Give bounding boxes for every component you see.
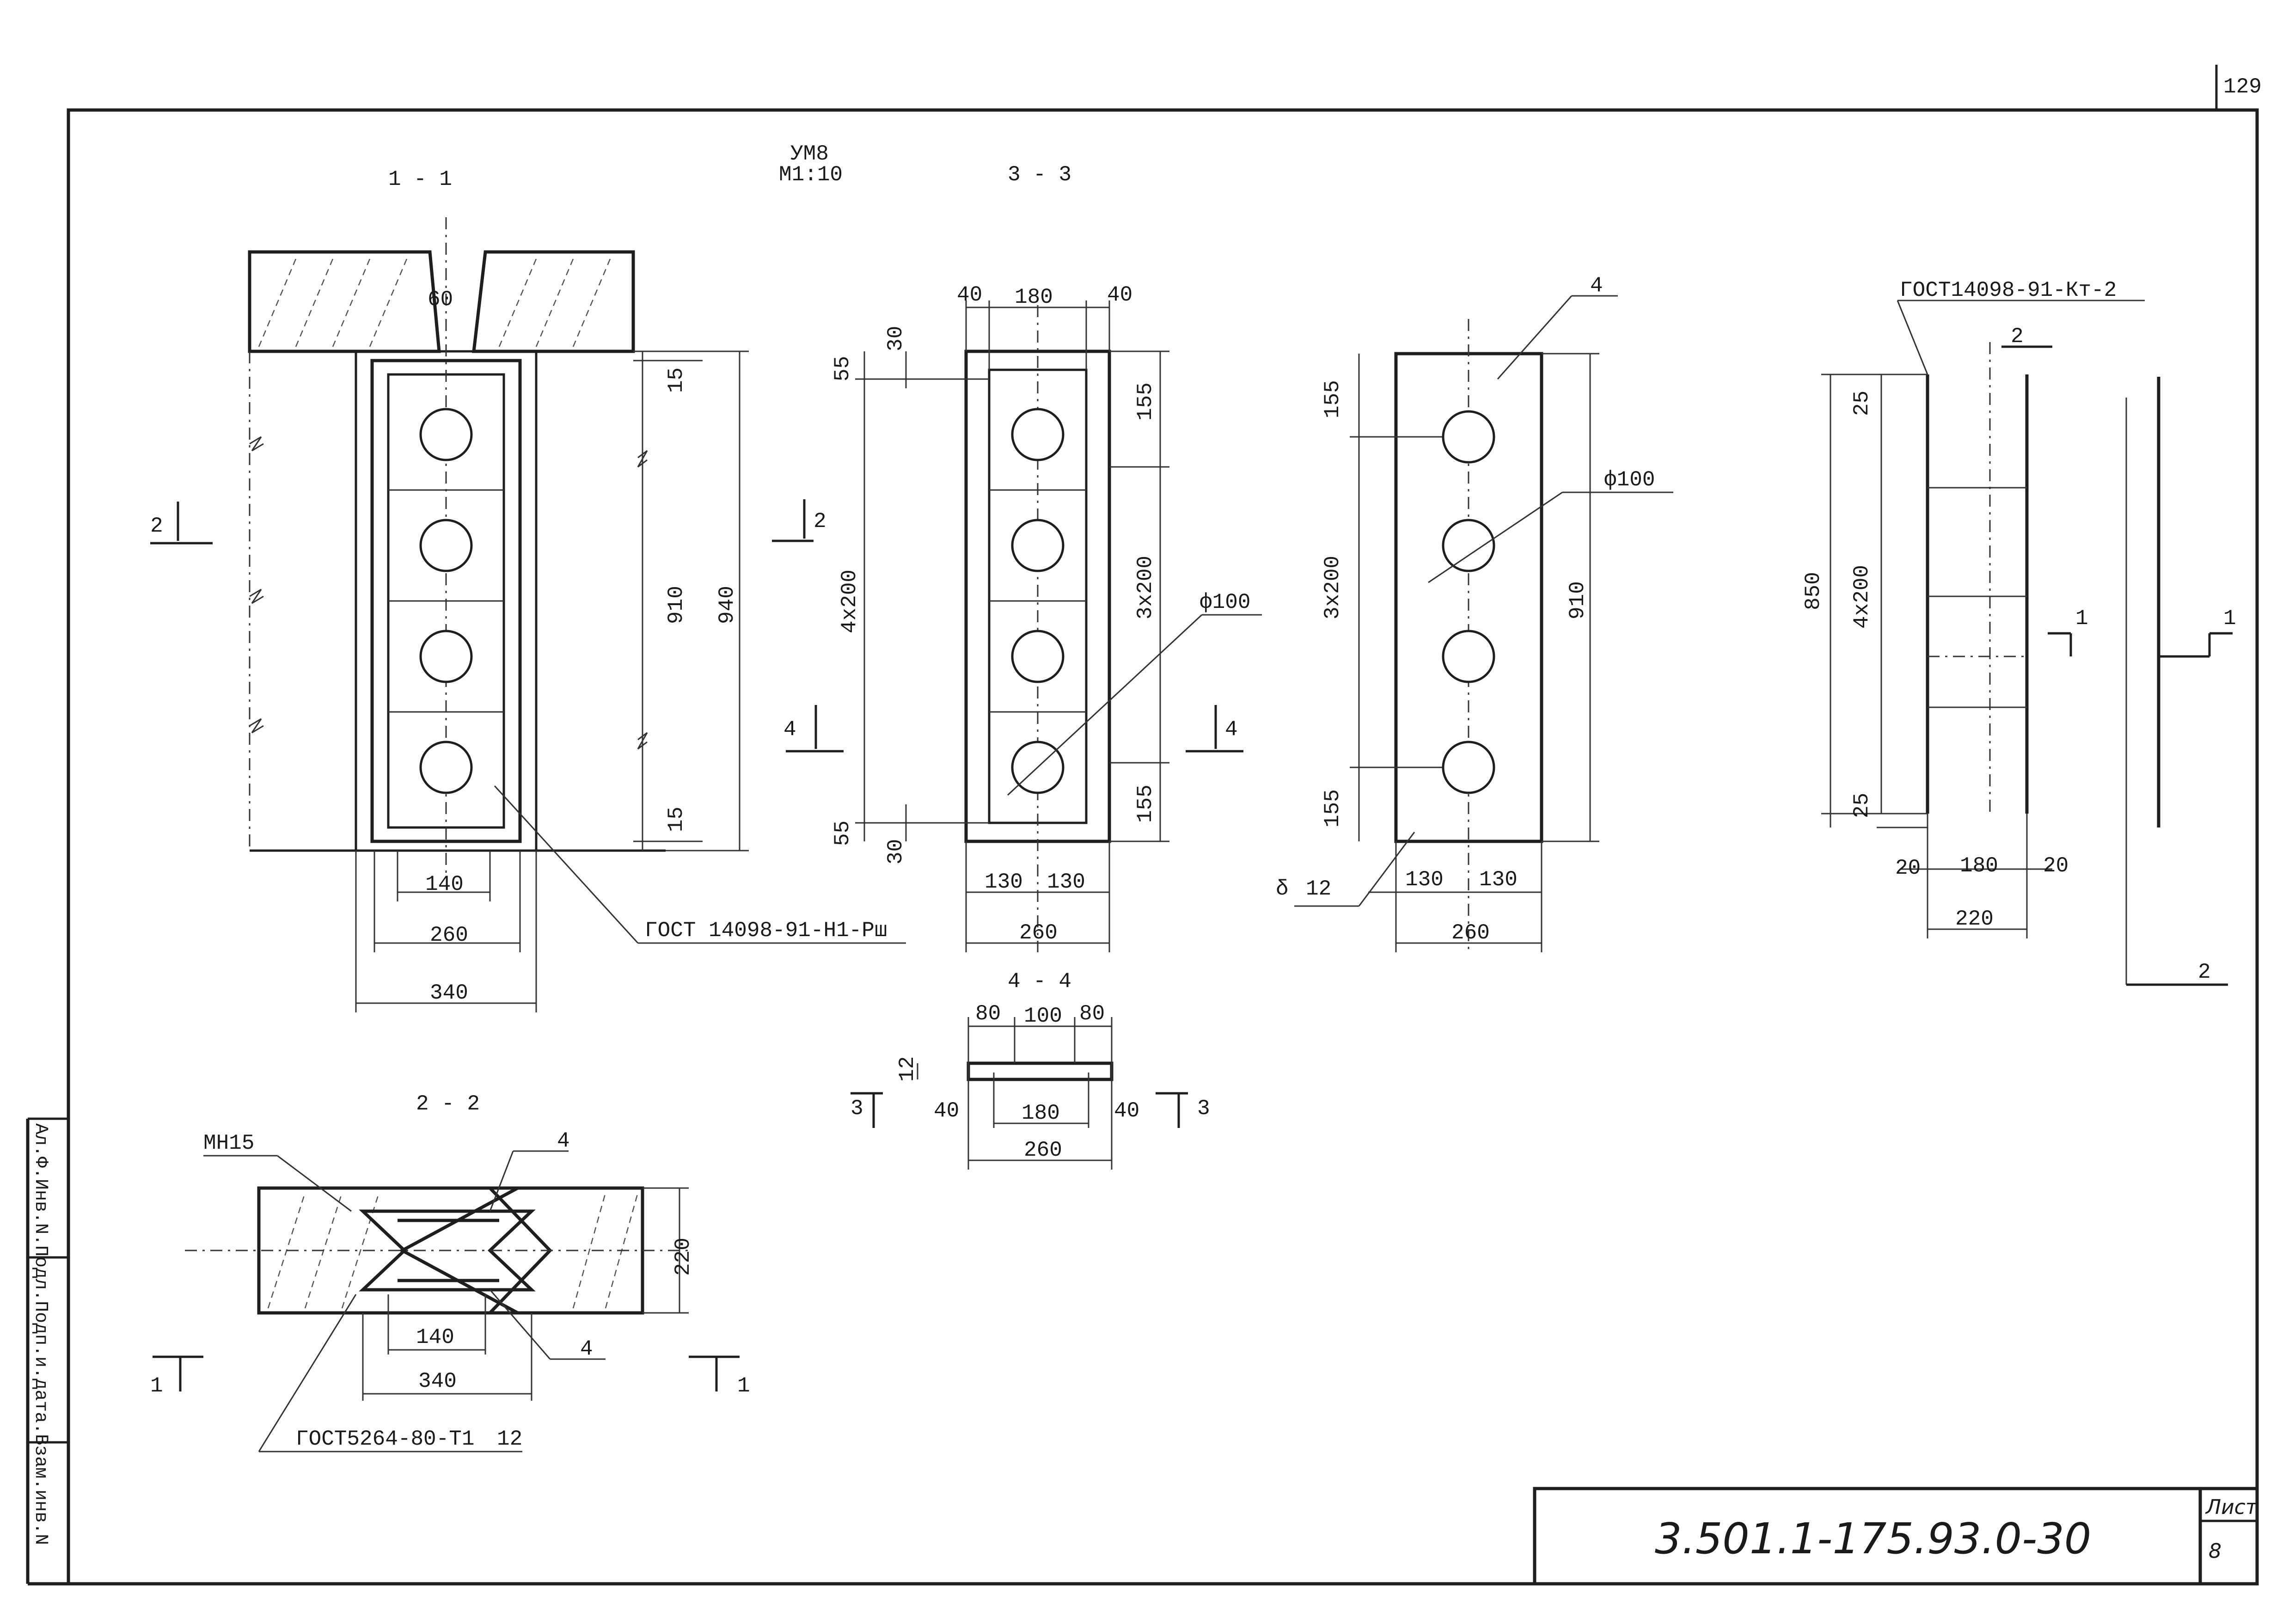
dim-plate-height-910: 910 bbox=[1566, 581, 1590, 619]
cut-mark-1-side: 1 bbox=[2223, 607, 2236, 631]
weld-gost-callout: ГОСТ14098-91-Кт-2 bbox=[1900, 278, 2117, 302]
cut-mark-2-right: 2 bbox=[814, 509, 826, 533]
dim-3-3-hole-diameter: ф100 bbox=[1200, 590, 1250, 614]
dim-3-3-half-right: 130 bbox=[1047, 870, 1085, 894]
cut-mark-4-left: 4 bbox=[783, 717, 796, 742]
cut-mark-2-weld: 2 bbox=[2011, 325, 2024, 349]
dim-3-3-right-top-155: 155 bbox=[1133, 382, 1157, 421]
dim-plate-half-left: 130 bbox=[1405, 868, 1444, 892]
dim-top-edge: 15 bbox=[664, 368, 688, 393]
dim-weld-pitch: 4x200 bbox=[1850, 565, 1874, 629]
dim-weld-center-180: 180 bbox=[1960, 854, 1998, 878]
dim-3-3-right-40: 40 bbox=[1107, 283, 1132, 307]
weld-detail-view bbox=[1821, 300, 2233, 986]
weld-leg-size: 12 bbox=[497, 1427, 522, 1451]
section-2-2-view bbox=[153, 1150, 740, 1452]
dim-3-3-width-260: 260 bbox=[1019, 921, 1058, 945]
product-mark: УМ8 bbox=[790, 142, 829, 166]
drawing-scale: М1:10 bbox=[779, 163, 843, 187]
dim-3-3-top-55: 55 bbox=[831, 356, 855, 381]
slab-right bbox=[472, 250, 635, 353]
dim-4-4-c: 80 bbox=[1079, 1002, 1105, 1026]
sheet-label: Лист bbox=[2205, 1495, 2258, 1519]
section-4-4-view bbox=[851, 1017, 1188, 1170]
document-number: 3.501.1-175.93.0-30 bbox=[1655, 1514, 2091, 1563]
dim-width-340: 340 bbox=[430, 981, 468, 1005]
section-1-1-view bbox=[150, 217, 906, 1012]
dim-width-260: 260 bbox=[430, 923, 468, 947]
cut-mark-2-left: 2 bbox=[150, 514, 163, 538]
dim-3-3-pitch-left: 4x200 bbox=[838, 570, 862, 633]
cut-mark-3-right: 3 bbox=[1197, 1097, 1210, 1121]
dim-weld-height-850: 850 bbox=[1801, 572, 1825, 610]
dim-2-2-width-140: 140 bbox=[416, 1325, 454, 1349]
dim-4-4-thickness: 12 bbox=[895, 1056, 919, 1082]
dim-weld-width-220: 220 bbox=[1955, 907, 1994, 931]
dim-3-3-center-180: 180 bbox=[1015, 285, 1053, 309]
dim-3-3-bottom-30: 30 bbox=[884, 839, 908, 864]
dim-3-3-left-40: 40 bbox=[957, 283, 982, 307]
weld-gost-prefix: ГОСТ5264-80-Т1 bbox=[296, 1427, 474, 1451]
dim-4-4-width: 260 bbox=[1024, 1138, 1062, 1162]
plate-item-number: 4 bbox=[1590, 274, 1603, 298]
dim-weld-top-25: 25 bbox=[1850, 391, 1874, 416]
side-approval-stamp: Ал.Ф.Инв.N.Подл.Подп.и.дата.Взам.инв.N bbox=[30, 1123, 51, 1545]
section-3-3-title: 3 - 3 bbox=[1008, 163, 1071, 187]
cut-mark-3-left: 3 bbox=[851, 1097, 863, 1121]
dim-4-4-right: 40 bbox=[1114, 1099, 1139, 1123]
corner-page-number: 129 bbox=[2223, 75, 2262, 99]
slab-mark-mn15: МН15 bbox=[203, 1131, 254, 1155]
dim-3-3-right-bottom-155: 155 bbox=[1133, 784, 1157, 823]
dim-2-2-width-340: 340 bbox=[418, 1369, 457, 1393]
dim-2-2-height: 220 bbox=[671, 1238, 695, 1276]
dim-plate-bottom-155: 155 bbox=[1321, 789, 1345, 827]
plate-thickness: 12 bbox=[1306, 877, 1331, 901]
title-block bbox=[1533, 1487, 2259, 1586]
sheet-number: 8 bbox=[2209, 1539, 2222, 1563]
item-4-top: 4 bbox=[557, 1129, 570, 1153]
dim-width-140: 140 bbox=[425, 872, 464, 896]
section-4-4-title: 4 - 4 bbox=[1008, 969, 1071, 993]
dim-bottom-edge: 15 bbox=[664, 807, 688, 832]
dim-overall-height: 940 bbox=[715, 586, 739, 624]
section-3-3-view bbox=[772, 300, 1262, 952]
cut-mark-1-weld: 1 bbox=[2075, 607, 2088, 631]
plate-hole-diameter: ф100 bbox=[1604, 468, 1655, 492]
sheet-frame bbox=[26, 65, 2259, 1586]
dim-plate-width: 260 bbox=[1451, 921, 1490, 945]
dim-plate-height: 910 bbox=[664, 586, 688, 624]
section-2-2-title: 2 - 2 bbox=[416, 1092, 480, 1116]
dim-weld-bottom-25: 25 bbox=[1850, 793, 1874, 818]
item-4-bottom: 4 bbox=[580, 1337, 593, 1361]
dim-3-3-half-left: 130 bbox=[985, 870, 1023, 894]
cut-mark-1-left: 1 bbox=[150, 1374, 163, 1398]
dim-4-4-left: 40 bbox=[934, 1099, 959, 1123]
cut-mark-2-side: 2 bbox=[2198, 960, 2211, 984]
gost-embed-callout: ГОСТ 14098-91-Н1-Рш bbox=[645, 919, 887, 943]
dim-3-3-top-30: 30 bbox=[884, 326, 908, 351]
dim-weld-right-20: 20 bbox=[2043, 854, 2069, 878]
dim-plate-half-right: 130 bbox=[1479, 868, 1518, 892]
cut-mark-4-right: 4 bbox=[1225, 717, 1238, 742]
dim-4-4-mid: 180 bbox=[1022, 1101, 1060, 1125]
dim-4-4-b: 100 bbox=[1024, 1004, 1062, 1028]
section-1-1-title: 1 - 1 bbox=[388, 167, 452, 191]
slab-hatching bbox=[258, 258, 611, 347]
plate-thickness-symbol: δ bbox=[1276, 877, 1289, 901]
dim-joint-gap: 60 bbox=[428, 288, 453, 312]
dim-3-3-bottom-55: 55 bbox=[831, 821, 855, 846]
dim-4-4-a: 80 bbox=[975, 1002, 1001, 1026]
dim-3-3-pitch-right: 3x200 bbox=[1133, 556, 1157, 619]
dim-weld-left-20: 20 bbox=[1895, 856, 1921, 880]
dim-plate-pitch: 3x200 bbox=[1321, 556, 1345, 619]
plate-4-view bbox=[1294, 295, 1673, 952]
cut-mark-1-right: 1 bbox=[737, 1374, 750, 1398]
dim-plate-top-155: 155 bbox=[1321, 380, 1345, 418]
